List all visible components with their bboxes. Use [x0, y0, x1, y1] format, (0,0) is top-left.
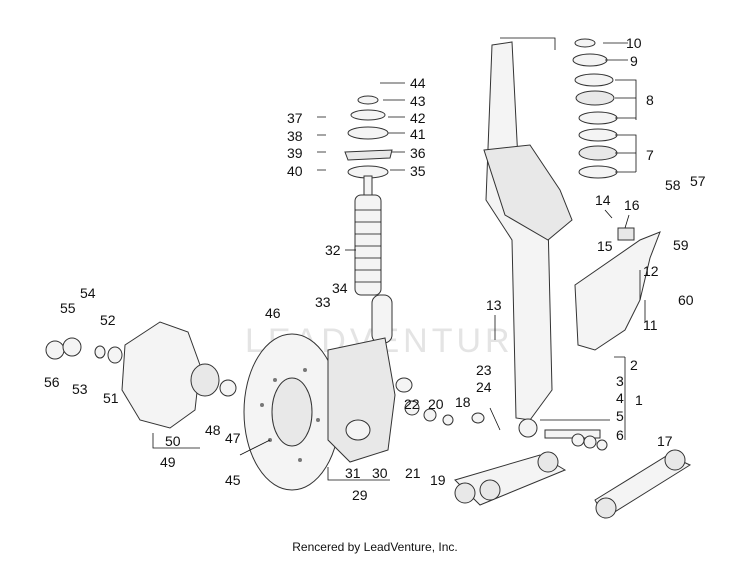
- label-37: 37: [287, 110, 303, 126]
- label-10: 10: [626, 35, 642, 51]
- label-18: 18: [455, 394, 471, 410]
- brake-caliper: [327, 337, 396, 463]
- label-11: 11: [643, 317, 658, 333]
- label-12: 12: [643, 263, 659, 279]
- label-44: 44: [410, 75, 426, 91]
- label-51: 51: [103, 390, 119, 406]
- label-41: 41: [410, 126, 426, 142]
- label-39: 39: [287, 145, 303, 161]
- label-59: 59: [673, 237, 689, 253]
- label-56: 56: [44, 374, 60, 390]
- label-34: 34: [332, 280, 348, 296]
- label-58: 58: [665, 177, 681, 193]
- label-57: 57: [690, 173, 706, 189]
- label-47: 47: [225, 430, 241, 446]
- steering-fork: [483, 37, 573, 438]
- label-53: 53: [72, 381, 88, 397]
- label-14: 14: [595, 192, 611, 208]
- label-24: 24: [476, 379, 492, 395]
- leader-lines: [152, 42, 646, 481]
- label-35: 35: [410, 163, 426, 179]
- label-48: 48: [205, 422, 221, 438]
- label-50: 50: [165, 433, 181, 449]
- label-6: 6: [616, 427, 624, 443]
- label-13: 13: [486, 297, 502, 313]
- shock-absorber: [344, 95, 393, 344]
- brake-disc: [243, 333, 341, 491]
- label-4: 4: [616, 390, 624, 406]
- label-40: 40: [287, 163, 303, 179]
- label-5: 5: [616, 408, 624, 424]
- bracket: [617, 227, 635, 241]
- label-38: 38: [287, 128, 303, 144]
- label-52: 52: [100, 312, 116, 328]
- label-16: 16: [624, 197, 640, 213]
- label-17: 17: [657, 433, 673, 449]
- label-36: 36: [410, 145, 426, 161]
- label-46: 46: [265, 305, 281, 321]
- label-55: 55: [60, 300, 76, 316]
- label-8: 8: [646, 92, 654, 108]
- label-3: 3: [616, 373, 624, 389]
- label-30: 30: [372, 465, 388, 481]
- label-45: 45: [225, 472, 241, 488]
- label-29: 29: [352, 487, 368, 503]
- label-21: 21: [405, 465, 421, 481]
- label-23: 23: [476, 362, 492, 378]
- label-60: 60: [678, 292, 694, 308]
- label-9: 9: [630, 53, 638, 69]
- label-22: 22: [404, 396, 420, 412]
- label-49: 49: [160, 454, 176, 470]
- label-42: 42: [410, 110, 426, 126]
- label-33: 33: [315, 294, 331, 310]
- label-32: 32: [325, 242, 341, 258]
- label-54: 54: [80, 285, 96, 301]
- label-20: 20: [428, 396, 444, 412]
- label-43: 43: [410, 93, 426, 109]
- callout-labels: 10 9 8 7 14 16 15 58 57 59 12 60 11 13 4…: [44, 35, 706, 503]
- label-19: 19: [430, 472, 446, 488]
- swing-link-assembly: [454, 449, 692, 519]
- wheel-hub: [45, 321, 237, 429]
- label-1: 1: [635, 392, 643, 408]
- spindle-parts: [395, 377, 608, 451]
- label-7: 7: [646, 147, 654, 163]
- bearing-stack: [572, 38, 618, 179]
- credit-line: Rencered by LeadVenture, Inc.: [292, 540, 458, 554]
- label-15: 15: [597, 238, 613, 254]
- label-31: 31: [345, 465, 361, 481]
- label-2: 2: [630, 357, 638, 373]
